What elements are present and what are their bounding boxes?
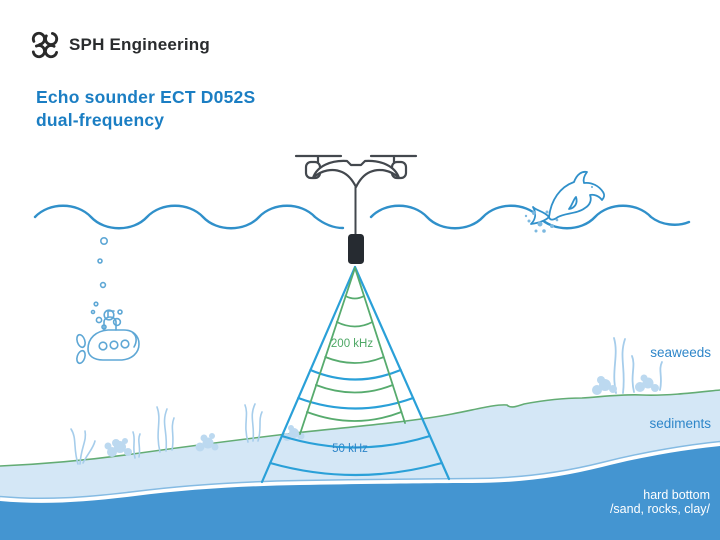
echo-sounder-transducer (348, 234, 364, 264)
brand-name: SPH Engineering (69, 35, 210, 54)
page-title: Echo sounder ECT D052S dual-frequency (36, 86, 255, 132)
splash-drops (524, 210, 559, 233)
sonar-beam-50khz (260, 265, 451, 484)
submarine-illustration (76, 237, 140, 365)
coral-bushes-right (592, 374, 659, 395)
beam-label-200khz: 200 kHz (331, 338, 373, 350)
title-line2: dual-frequency (36, 110, 165, 130)
water-surface-wave (33, 204, 691, 230)
seaweed-plants-left (70, 403, 263, 465)
sediments-label: sediments (649, 416, 711, 431)
seaweeds-label: seaweeds (650, 345, 711, 360)
coral-bushes-left (104, 425, 305, 457)
hard-bottom-label-line2: /sand, rocks, clay/ (610, 502, 711, 516)
drone-illustration (294, 154, 418, 189)
seabed-line (0, 389, 720, 467)
hard-bottom-gap-line (0, 440, 720, 500)
title-line1: Echo sounder ECT D052S (36, 87, 256, 107)
dolphin-illustration (530, 170, 605, 225)
drone-rotors-icon (31, 31, 59, 59)
hard-bottom-label-line1: hard bottom (643, 488, 710, 502)
sonar-beam-200khz (299, 267, 406, 435)
beam-label-50khz: 50 kHz (332, 443, 368, 455)
hard-bottom-layer (0, 446, 720, 540)
brand-logo-row: SPH Engineering (30, 30, 210, 60)
